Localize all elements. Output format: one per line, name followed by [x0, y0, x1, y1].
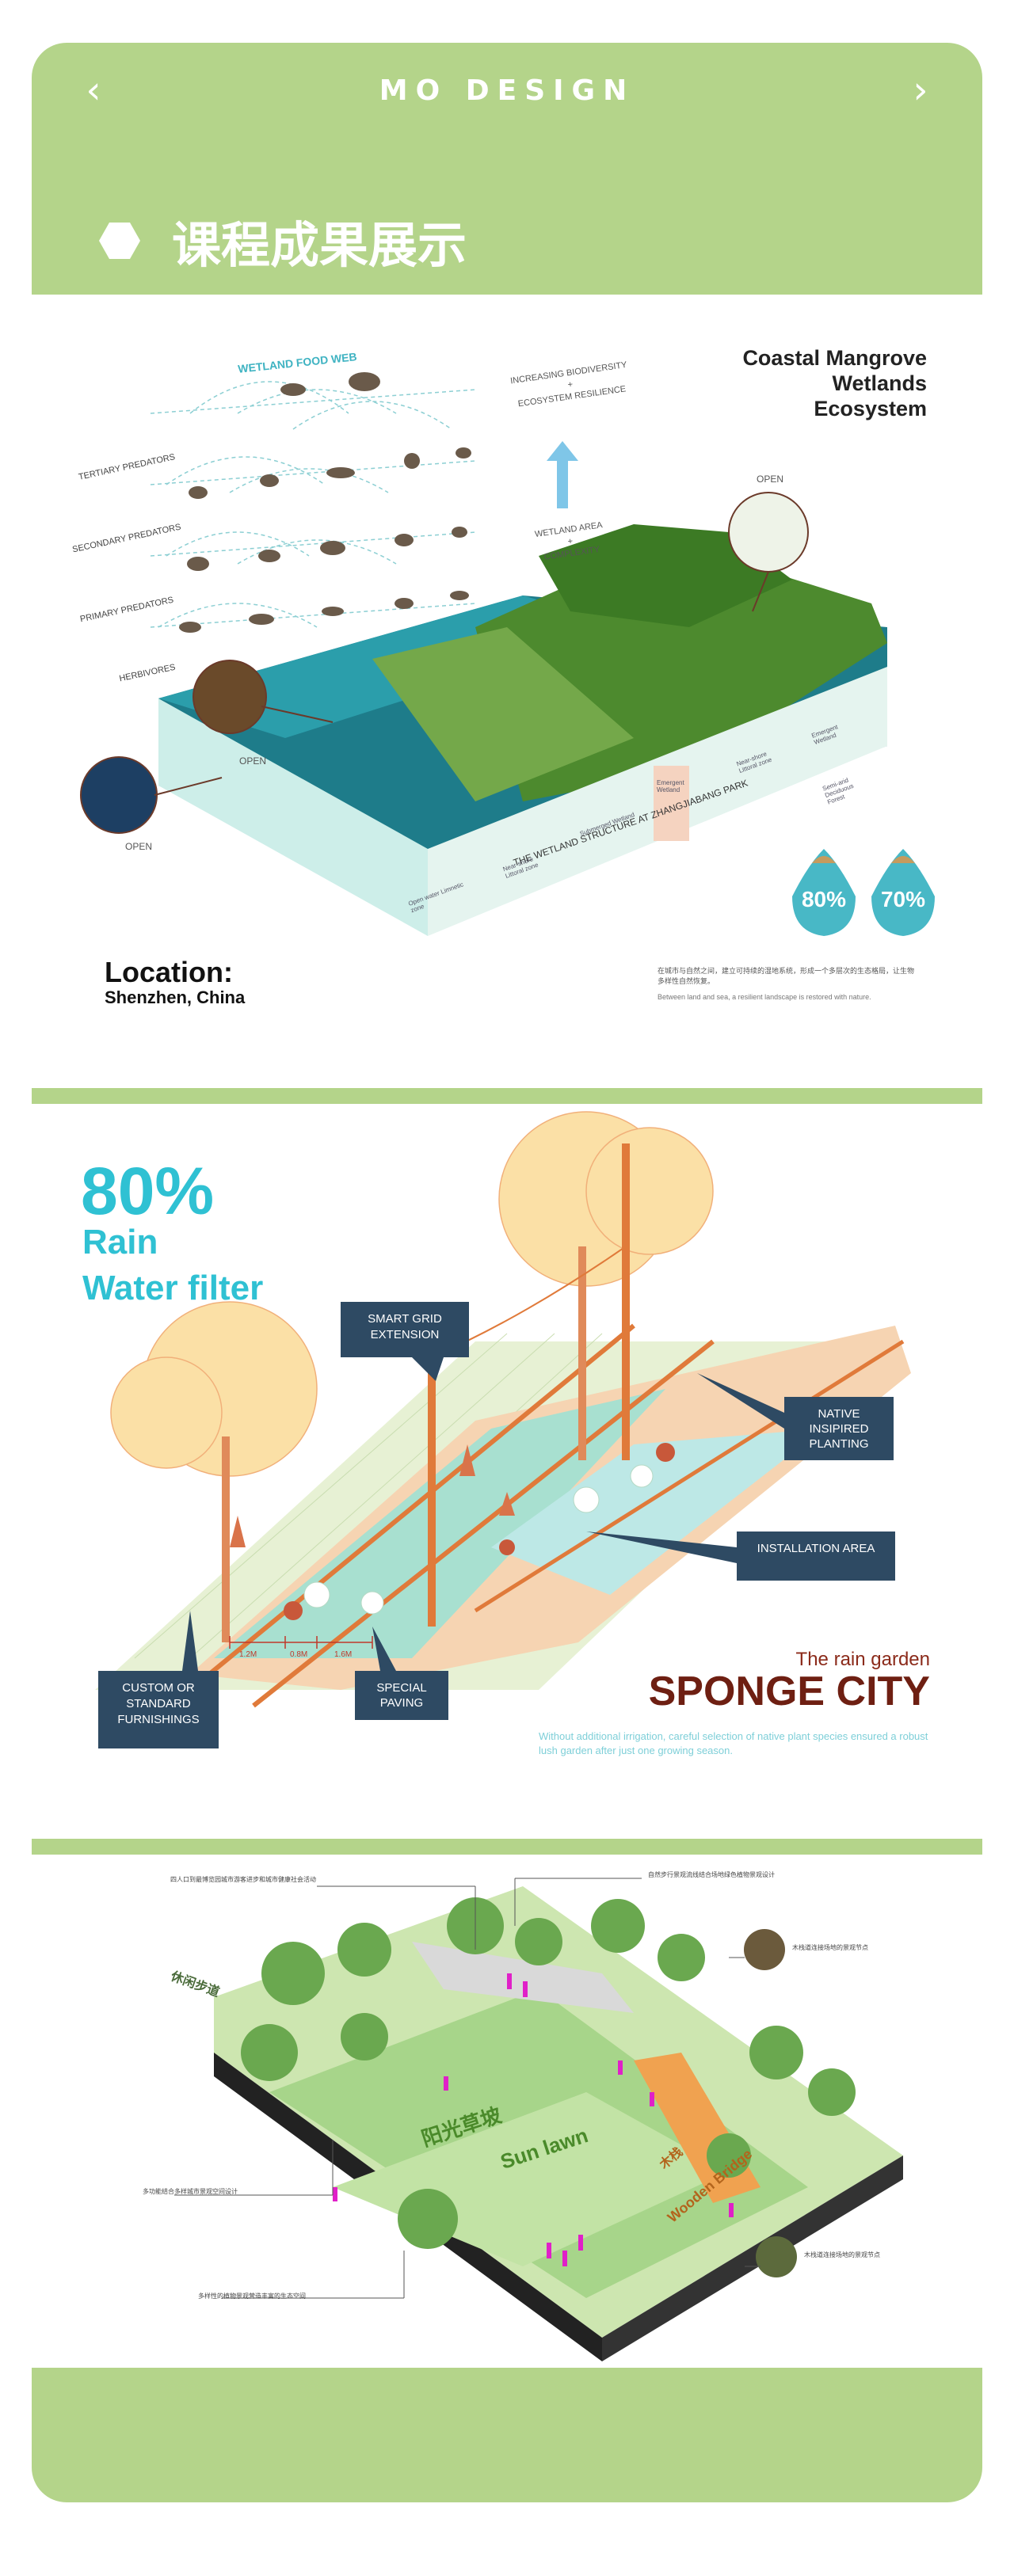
section-title: 课程成果展示 [172, 216, 467, 274]
sponge-city-desc: Without additional irrigation, careful s… [539, 1730, 928, 1756]
stat-70: 70% [880, 887, 926, 911]
section-heading: 课程成果展示 [99, 201, 467, 280]
sponge-city-title: SPONGE CITY [648, 1669, 930, 1714]
annotation-note: 木栈道连接场地的景观节点 [804, 2251, 880, 2258]
annotation-note: 多功能结合多样城市景观空间设计 [143, 2188, 238, 2195]
dim-label: 1.6M [334, 1650, 353, 1659]
annotation-note: 多样性的植物景观营造丰富的生态空间 [198, 2293, 306, 2300]
phone-frame: ‹ MO DESIGN › 课程成果展示 [32, 43, 982, 2502]
brand-title: MO DESIGN [379, 74, 635, 107]
top-bar: ‹ MO DESIGN › [32, 43, 982, 138]
panel1-desc-en: Between land and sea, a resilient landsc… [658, 993, 871, 1001]
callout-native-planting: NATIVE INSIPIRED PLANTING [809, 1407, 869, 1451]
callout-smart-grid: SMART GRID EXTENSION [368, 1312, 442, 1341]
chevron-left-icon[interactable]: ‹ [86, 68, 101, 112]
dim-label: 0.8M [290, 1650, 308, 1659]
annotation-note: 四人口到最博览园城市游客进步和城市健康社会活动 [170, 1876, 316, 1883]
water-filter-label: Water filter [82, 1269, 264, 1307]
chevron-right-icon[interactable]: › [913, 68, 928, 112]
wetland-illustration [80, 372, 935, 936]
rain-stat: 80% [81, 1154, 215, 1228]
park-axonometric-illustration [174, 1878, 903, 2361]
open-label-mid: OPEN [239, 755, 267, 767]
hexagon-icon [99, 223, 140, 259]
callout-installation-area: INSTALLATION AREA [757, 1542, 875, 1555]
dim-label: 1.2M [239, 1650, 257, 1659]
location-value: Shenzhen, China [105, 987, 246, 1007]
annotation-note: 木栈道连接场地的景观节点 [792, 1944, 868, 1951]
stat-80: 80% [801, 887, 847, 911]
sponge-city-panel: 80% Rain Water filter SMART GRID EXTENSI… [32, 1104, 982, 1839]
annotation-note: 自然步行景观流线结合场地绿色植物景观设计 [648, 1871, 775, 1878]
callout-special-paving: SPECIAL PAVING [376, 1681, 427, 1710]
rain-garden-illustration [95, 1111, 911, 1748]
panel1-desc-cn: 在城市与自然之间，建立可持续的湿地系统，形成一个多层次的生态格局，让生物多样性自… [658, 967, 915, 985]
zone-label: Emergent Wetland [657, 779, 684, 793]
park-plan-panel: 阳光草坡 Sun lawn 木栈 Wooden Bridge 休闲步道 四人口到… [32, 1855, 982, 2368]
panel1-title: Coastal Mangrove Wetlands Ecosystem [742, 346, 927, 420]
location-label: Location: [105, 956, 233, 988]
callout-furnishings: CUSTOM OR STANDARD FURNISHINGS [117, 1681, 200, 1726]
rain-garden-subtitle: The rain garden [795, 1649, 930, 1670]
open-label-left: OPEN [125, 841, 153, 852]
rain-label: Rain [82, 1223, 158, 1261]
open-label-top: OPEN [757, 474, 784, 485]
wetland-ecosystem-panel: Coastal Mangrove Wetlands Ecosystem WETL… [32, 295, 982, 1088]
